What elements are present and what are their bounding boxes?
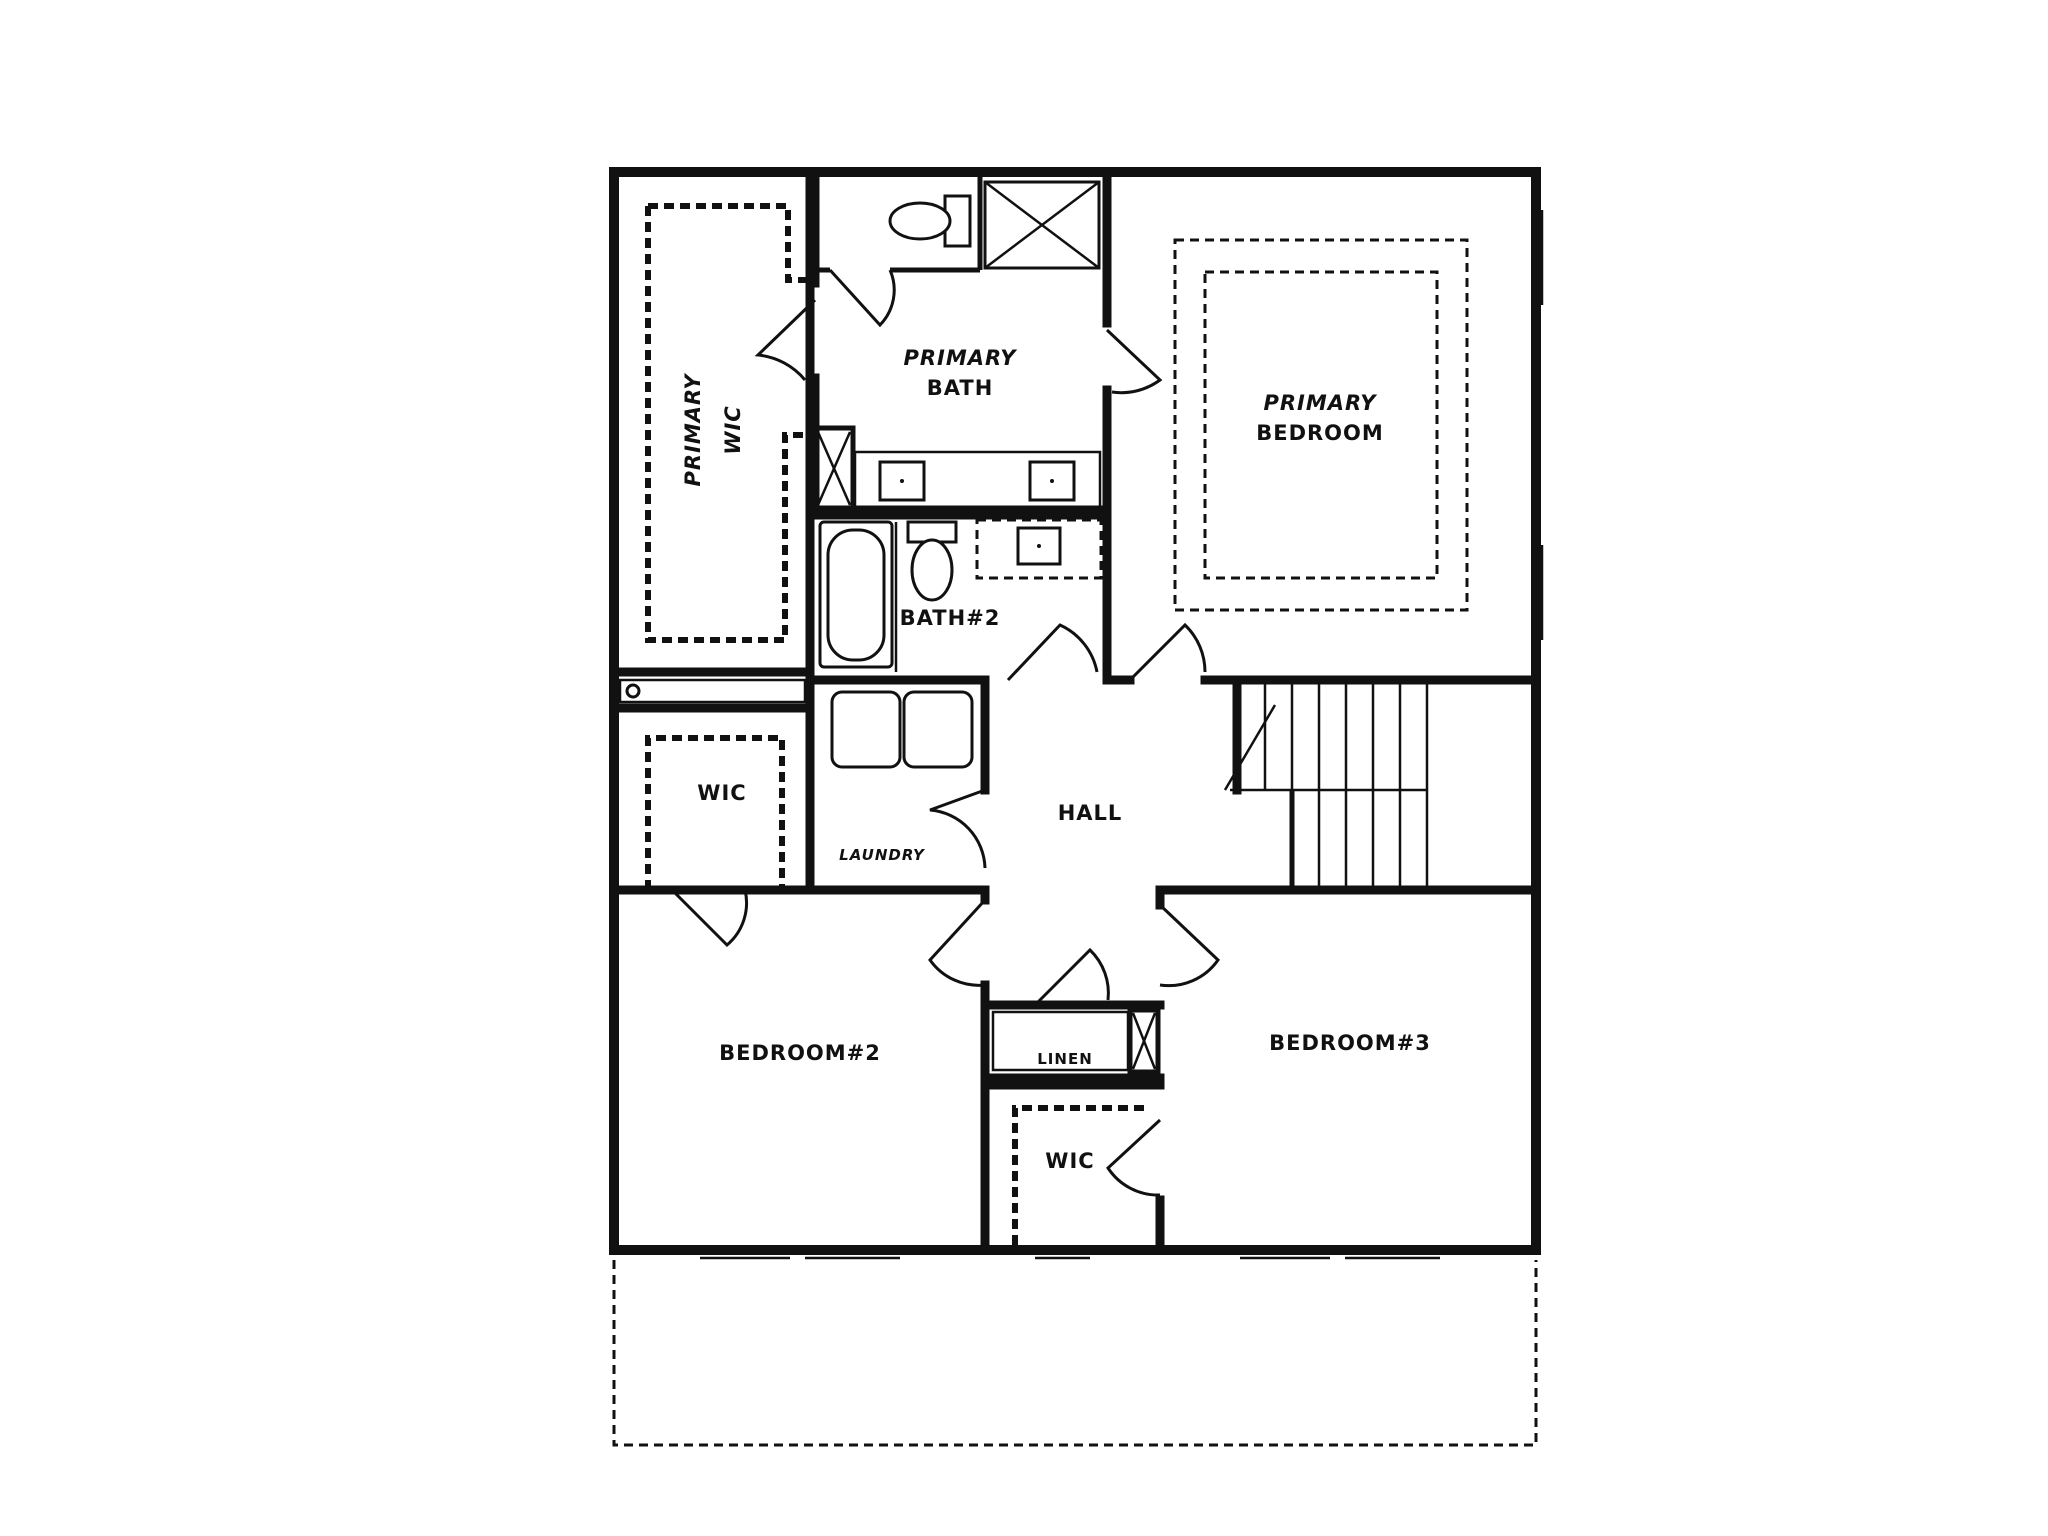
bedroom2-label: BEDROOM#2 (719, 1041, 881, 1065)
door (1106, 1118, 1162, 1197)
cabinet-x (816, 431, 852, 506)
dryer (902, 690, 974, 769)
primary-bath-label-2: BATH (927, 376, 994, 400)
sink (878, 460, 926, 502)
wic-bottom-label: WIC (1045, 1149, 1094, 1173)
toilet-bowl (910, 538, 954, 602)
wic-shelf (645, 206, 810, 643)
door (928, 898, 987, 987)
vanity (975, 518, 1103, 580)
shelf (618, 678, 807, 704)
wic-shelf (648, 203, 810, 283)
svg-text:PRIMARY: PRIMARY (681, 373, 705, 487)
washer (830, 690, 902, 769)
door (1158, 903, 1220, 988)
door (1033, 947, 1110, 1007)
tub-basin (826, 528, 886, 662)
linen-cabinet (1127, 1007, 1161, 1075)
door (1105, 328, 1163, 395)
bedroom3-label: BEDROOM#3 (1269, 1031, 1431, 1055)
drain (900, 479, 904, 483)
svg-text:WIC: WIC (721, 405, 745, 454)
tray-ceiling-inner (1203, 270, 1439, 580)
wic-shelf (645, 735, 785, 890)
bath2-label: BATH#2 (900, 606, 1001, 630)
wic-shelf (1012, 1105, 1150, 1245)
wic-left-label: WIC (697, 781, 746, 805)
primary-bath-label-1: PRIMARY (904, 346, 1018, 370)
cabinet-x (1131, 1012, 1157, 1070)
door (929, 788, 987, 869)
door (1128, 622, 1207, 682)
shower-x (984, 181, 1100, 269)
linen-label: LINEN (1037, 1050, 1093, 1068)
fixture (625, 683, 641, 699)
linen-cabinet (812, 425, 856, 511)
primary-bedroom-label-1: PRIMARY (1264, 391, 1378, 415)
door (670, 888, 749, 948)
door (828, 268, 896, 328)
porch-outline (612, 1260, 1538, 1447)
laundry-label: LAUNDRY (839, 846, 926, 864)
drain (1037, 544, 1041, 548)
primary-wic-label: PRIMARY WIC (681, 373, 745, 487)
stairs (1223, 680, 1429, 890)
toilet-bowl (888, 201, 952, 241)
drain (1050, 479, 1054, 483)
hall-label: HALL (1058, 801, 1123, 825)
door (754, 298, 817, 381)
primary-bedroom-label-2: BEDROOM (1256, 421, 1384, 445)
door (1006, 623, 1099, 682)
